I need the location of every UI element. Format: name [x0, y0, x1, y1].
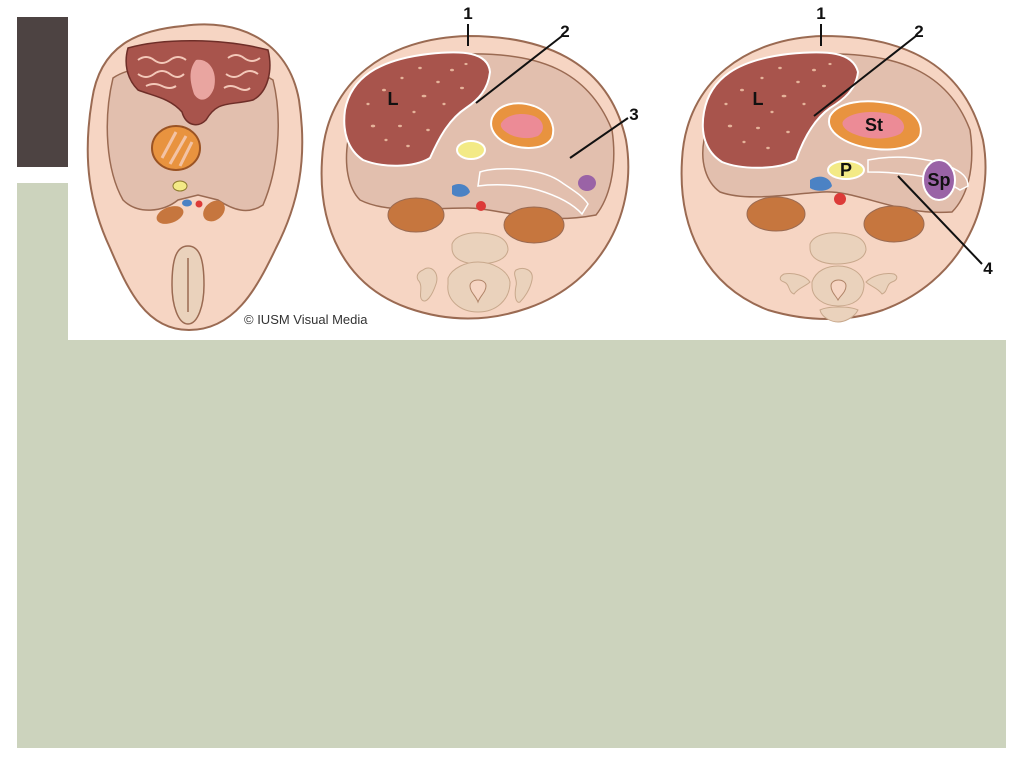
panel-3-label-spleen: Sp: [927, 170, 950, 190]
panel-3-label-1: 1: [816, 4, 825, 23]
panel-2-ivc: [452, 184, 470, 197]
panel-2-vertebral-body: [451, 232, 509, 265]
panel-3-transverse-process-left: [779, 273, 811, 295]
panel-3-spleen: [922, 159, 956, 201]
panel-1-liver-core: [190, 59, 215, 100]
panel-3-label-stomach: St: [865, 115, 883, 135]
panel-1-kidney-right: [203, 200, 225, 222]
panel-1-stomach-folds: [160, 131, 194, 167]
panel-2-label-2: 2: [560, 22, 569, 41]
panel-2-rib-left: [416, 267, 438, 302]
panel-3-aorta: [834, 193, 846, 205]
panel-2-cross-section: 1 2 3 L © IUSM Visual Media: [244, 4, 639, 327]
panel-3-vertebral-body: [809, 232, 867, 265]
panel-2-liver: [343, 51, 492, 167]
embryo-cross-section-figure: 1 2 3 L © IUSM Visual Media: [68, 0, 1006, 340]
panel-2-kidney-left: [387, 197, 445, 233]
panel-3-ivc: [810, 176, 832, 191]
panel-3-label-4: 4: [983, 259, 993, 278]
panel-1-sinusoid-pattern: [137, 54, 261, 91]
panel-2-stomach-mucosa: [500, 114, 543, 139]
panel-2-rib-right: [514, 267, 533, 303]
panel-2-label-liver: L: [388, 89, 399, 109]
panel-3-pancreas: [827, 160, 865, 180]
panel-1-ivc: [182, 199, 192, 207]
panel-1-pancreas: [172, 180, 188, 192]
panel-2-pancreas: [456, 140, 486, 160]
panel-1-kidney-left: [156, 206, 184, 224]
panel-1-stomach: [151, 125, 201, 171]
copyright-notice: © IUSM Visual Media: [244, 312, 368, 327]
panel-3-cross-section: 1 2 4 L St P Sp: [680, 4, 993, 323]
panel-1-cross-section: [86, 23, 304, 332]
panel-3-label-2: 2: [914, 22, 923, 41]
panel-3-spinal-cord: [830, 279, 847, 302]
accent-bar-green: [17, 183, 68, 748]
panel-2-liver-texture: [366, 62, 468, 148]
panel-1-aorta: [195, 200, 203, 208]
panel-3-leader-2: [813, 35, 917, 117]
panel-3-kidney-right: [863, 205, 925, 243]
panel-2-spinal-cord: [469, 279, 487, 304]
panel-3-liver: [701, 51, 860, 169]
panel-3-kidney-left: [746, 196, 806, 232]
panel-3-transverse-process-right: [865, 273, 898, 295]
panel-2-label-1: 1: [463, 4, 472, 23]
panel-2-spleen: [578, 175, 596, 191]
panel-2-label-3: 3: [629, 105, 638, 124]
panel-2-leader-2: [475, 35, 563, 104]
panel-2-dorsal-mesentery: [477, 168, 589, 216]
panel-2-leader-3: [569, 117, 629, 159]
panel-3-stomach-mucosa: [842, 112, 905, 139]
panel-3-label-pancreas: P: [840, 160, 852, 180]
accent-bar-dark: [17, 17, 68, 167]
panel-3-label-liver: L: [753, 89, 764, 109]
content-panel: [68, 340, 1006, 748]
panel-2-kidney-right: [503, 206, 565, 244]
panel-3-leader-4: [897, 175, 983, 265]
panel-3-liver-texture: [724, 62, 832, 150]
panel-2-aorta: [476, 201, 486, 211]
panel-3-spinous-process: [819, 306, 859, 323]
